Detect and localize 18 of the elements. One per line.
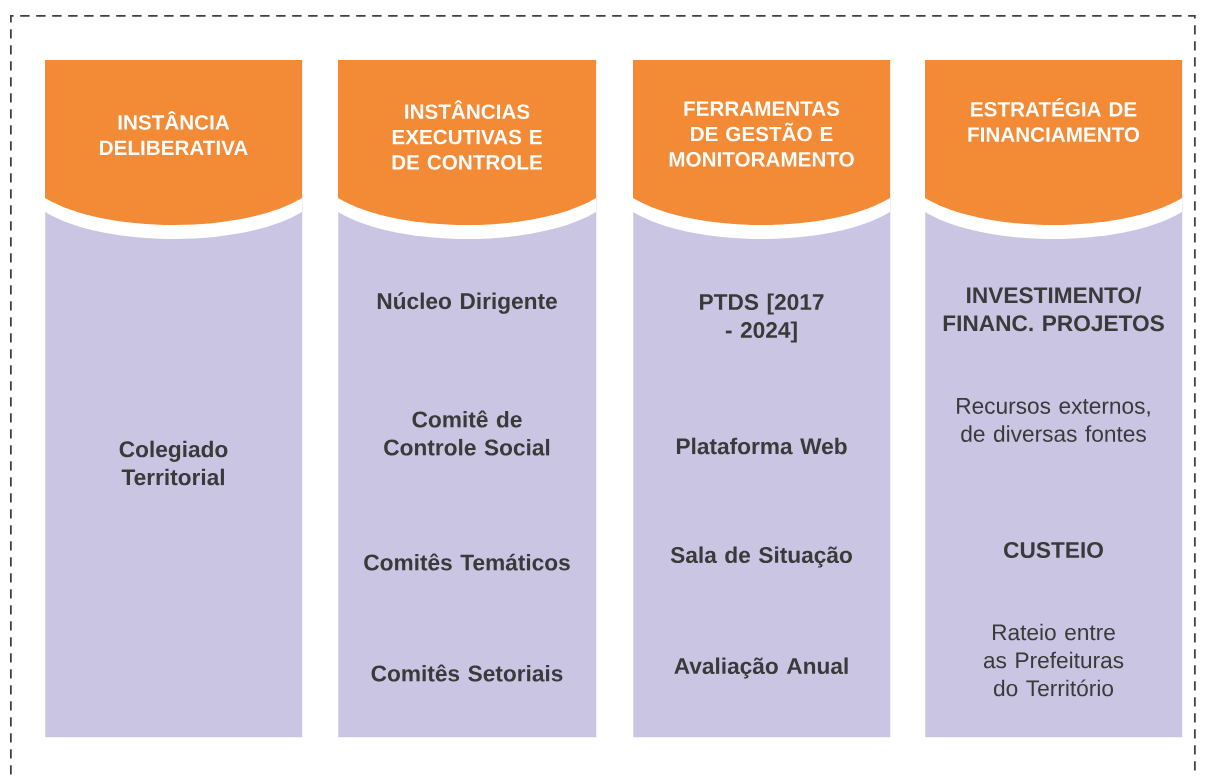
item-label: Comitês Temáticos	[364, 553, 570, 571]
item-label: Avaliação Anual	[674, 657, 848, 679]
item-label: Núcleo Dirigente	[377, 292, 557, 314]
item-label: CUSTEIO	[1004, 541, 1103, 559]
item-label: Plataforma Web	[676, 437, 847, 455]
item-label: Colegiado Territorial	[119, 440, 228, 486]
header-banner: INSTÂNCIAS EXECUTIVAS E DE CONTROLE	[338, 60, 596, 239]
header-banner: FERRAMENTAS DE GESTÃO E MONITORAMENTO	[633, 60, 890, 239]
item-label: Comitês Setoriais	[371, 664, 563, 682]
item-label: Sala de Situação	[670, 546, 852, 568]
item-label: Recursos externos, de diversas fontes	[957, 398, 1150, 442]
item-label: PTDS [2017 - 2024]	[700, 293, 824, 343]
item-label: Comitê de Controle Social	[384, 410, 550, 456]
header-banner: ESTRATÉGIA DE FINANCIAMENTO	[925, 60, 1182, 239]
header-banner: INSTÂNCIA DELIBERATIVA	[45, 60, 302, 239]
dashed-frame	[10, 15, 1196, 777]
item-label: Rateio entre as Prefeituras do Território	[983, 623, 1124, 697]
item-label: INVESTIMENTO/ FINANC. PROJETOS	[943, 286, 1164, 332]
